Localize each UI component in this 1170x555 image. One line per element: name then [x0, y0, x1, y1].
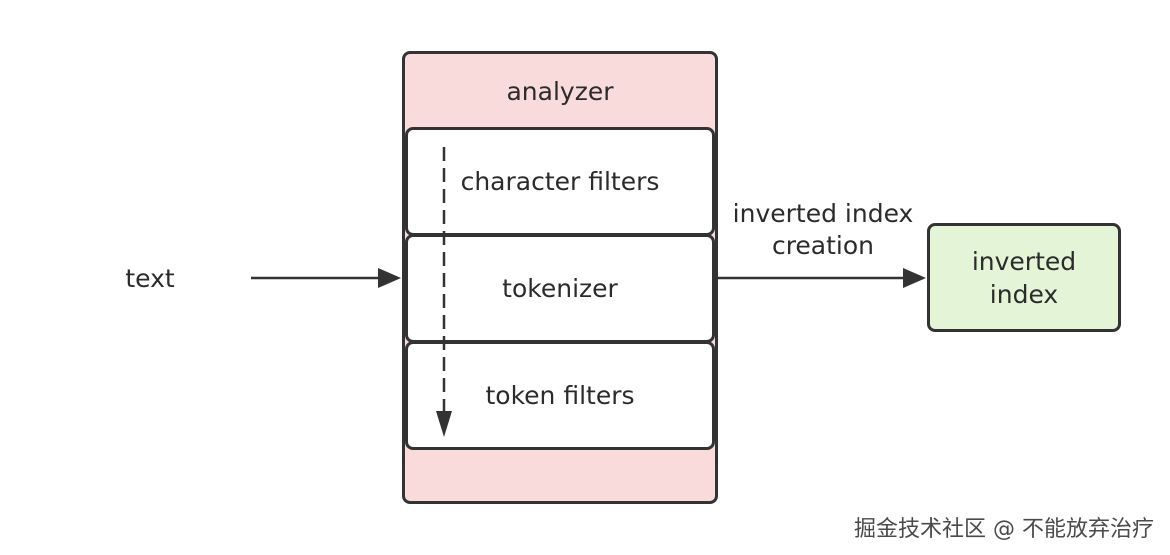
edge-label-line2: creation — [771, 231, 875, 260]
edge-label-line1: inverted index — [732, 199, 914, 228]
stage-character-filters: character filters — [405, 127, 715, 236]
inverted-index-line2: index — [989, 279, 1059, 309]
output-arrow — [718, 268, 926, 288]
stage-token-filters: token filters — [405, 341, 715, 450]
inverted-index-node: inverted index — [927, 223, 1121, 332]
stage-label: character filters — [460, 166, 660, 196]
input-arrow — [251, 268, 401, 288]
watermark: 掘金技术社区 @ 不能放弃治疗 — [854, 517, 1154, 542]
input-text-label: text — [125, 264, 175, 293]
stage-tokenizer: tokenizer — [405, 234, 715, 343]
inverted-index-label: inverted index — [930, 245, 1118, 311]
inverted-index-line1: inverted — [971, 246, 1077, 276]
analyzer-title: analyzer — [506, 77, 614, 106]
stage-label: token filters — [485, 380, 635, 410]
stage-label: tokenizer — [502, 273, 618, 303]
